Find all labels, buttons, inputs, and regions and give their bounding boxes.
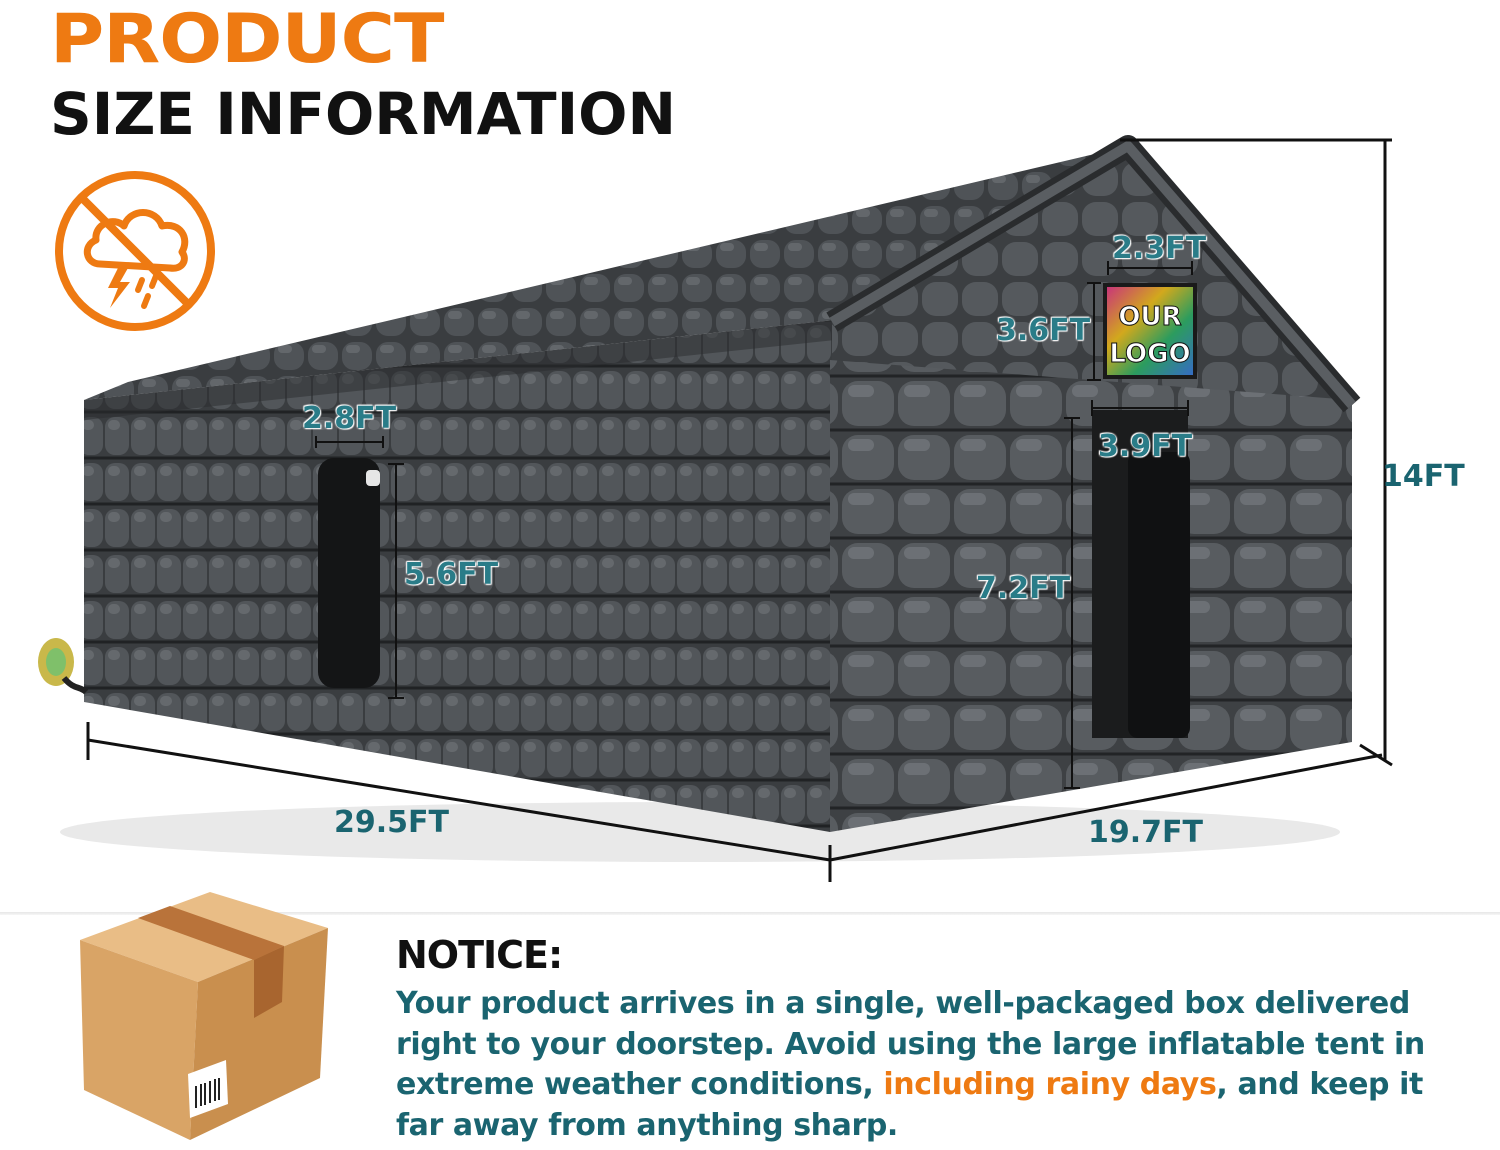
dimension-width: 19.7FT [1088,815,1203,850]
dimension-length: 29.5FT [334,805,449,840]
dimension-total-height: 14FT [1382,459,1465,494]
notice-text-part1: Your product arrives in a single, well-p… [396,986,1425,1102]
notice-title: NOTICE: [396,933,563,977]
notice-text-part2: , and keep it far away from anything sha… [396,1067,1423,1143]
logo-text-line1: OUR [1118,302,1181,332]
air-blower-icon [38,638,89,695]
dimension-door-height: 7.2FT [976,571,1071,606]
dimension-logo-height: 3.6FT [996,313,1091,348]
dimension-door-width: 3.9FT [1098,429,1193,464]
dimension-window-width: 2.8FT [302,401,397,436]
title-size-information: SIZE INFORMATION [50,80,677,148]
notice-highlight: including rainy days [883,1067,1217,1102]
inflatable-tent-illustration: OUR LOGO [38,135,1393,882]
logo-text-line2: LOGO [1109,339,1190,369]
cardboard-box-icon [80,892,328,1140]
title-product: PRODUCT [50,0,444,79]
dimension-window-height: 5.6FT [404,557,499,592]
logo-panel: OUR LOGO [1103,283,1197,379]
section-divider [0,912,1500,915]
dimension-logo-width: 2.3FT [1112,231,1207,266]
no-storm-weather-icon [55,171,215,331]
notice-text: Your product arrives in a single, well-p… [396,984,1466,1146]
window-opening [318,458,380,688]
